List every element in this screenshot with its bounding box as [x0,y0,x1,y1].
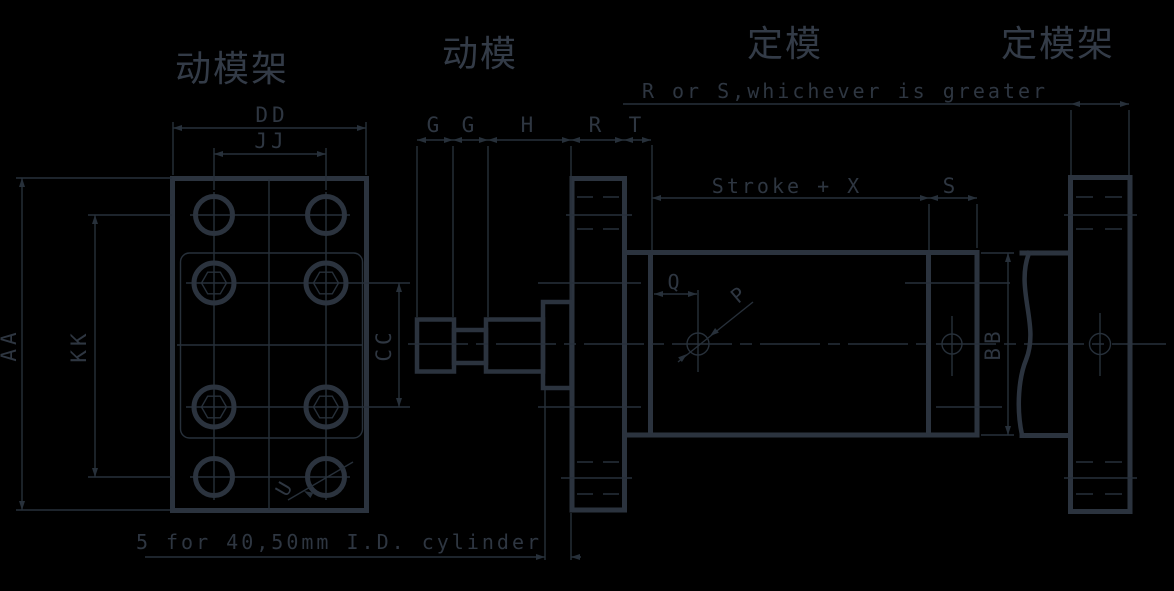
fixed-mold-frame-plate [1064,175,1137,514]
dim-ext-lines [88,214,172,478]
leader-line [287,461,354,501]
fixed-mold-section [1016,250,1073,438]
dim-ext-lines [16,177,172,511]
hole-top-right [305,194,347,236]
moving-mold-frame-view [170,176,410,513]
dim-label-G1: G [427,113,444,137]
dim-label-H: H [521,113,538,137]
dim-ext-lines [213,148,327,190]
dim-Q: Q [654,270,697,297]
dim-label-R: R [589,113,606,137]
dim-label-Q: Q [667,270,680,294]
plate-outline [1068,175,1133,514]
dim-ext-lines [172,122,367,175]
break-line [1016,250,1033,438]
bottom-note-text: 5 for 40,50mm I.D. cylinder [136,530,542,554]
dim-DD: DD [172,103,367,175]
hole-top-left [193,194,235,236]
dim-label-P: P [726,281,751,308]
dim-ext-lines [1070,110,1130,175]
rod-end-block [414,317,457,374]
dim-label-DD: DD [255,103,288,127]
dim-bottom-note: 5 for 40,50mm I.D. cylinder [136,390,581,560]
dim-S: S [929,174,977,201]
hex-socket [200,395,228,419]
screw-hole [303,384,349,430]
dim-label-T: T [629,113,646,137]
dim-label-AA: AA [0,328,21,361]
dim-ext-lines [416,145,653,317]
dim-label-CC: CC [372,328,396,361]
plate-outline [170,176,369,513]
label-moving-mold-frame: 动模架 [175,48,289,89]
dim-ext-lines [544,390,572,560]
label-fixed-mold: 定模 [747,23,823,64]
dim-label-KK: KK [67,329,91,362]
hex-socket [312,395,340,419]
dim-AA: AA [0,177,172,511]
dim-BB: BB [981,252,1014,436]
hole-bottom-left [193,456,235,498]
top-note-text: R or S,whichever is greater [642,79,1048,103]
rod-end-assembly [414,299,574,391]
hex-socket [312,271,340,295]
screw-hole [191,260,237,306]
dim-label-JJ: JJ [254,129,287,153]
hole-bottom-right [305,456,347,498]
spacer-plate [540,299,574,391]
screw-hole [303,260,349,306]
screw-hole [191,384,237,430]
dim-label-S: S [943,174,960,198]
dim-r-or-s: R or S,whichever is greater [623,79,1130,175]
dim-label-stroke-x: Stroke + X [712,174,862,198]
hex-socket [200,271,228,295]
dim-label-G2: G [462,113,479,137]
dim-JJ: JJ [213,129,327,190]
section-titles: 动模架 动模 定模 定模架 [175,23,1115,89]
socket-screw-holes [191,260,349,430]
dim-stroke-x: Stroke + X [652,174,978,250]
label-fixed-mold-frame: 定模架 [1001,23,1115,64]
dim-ext-lines [928,204,978,250]
dim-CC: CC [372,283,402,407]
dim-KK: KK [67,214,172,478]
rod-coupler [483,317,546,374]
dim-GGHRT: G G H R T [416,113,653,317]
label-moving-mold: 动模 [442,33,518,74]
dim-label-BB: BB [981,327,1005,360]
rod-neck [451,327,489,366]
